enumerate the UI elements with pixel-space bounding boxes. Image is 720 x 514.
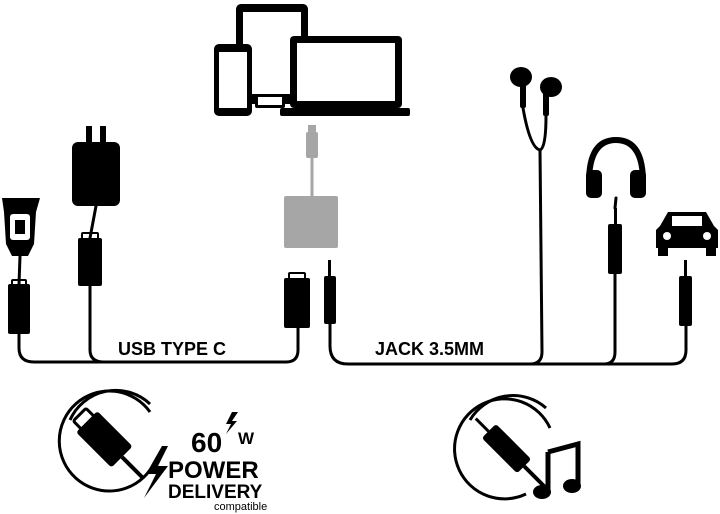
- power-value: 60: [191, 427, 222, 458]
- power-line-1: POWER: [168, 457, 259, 484]
- usb-c-plug-icon: [8, 232, 310, 334]
- lightning-icon: [144, 446, 168, 498]
- power-delivery-badge: 60 W POWER DELIVERY compatible: [57, 388, 267, 513]
- usb-cable: [17, 254, 22, 286]
- power-line-2: DELIVERY: [168, 482, 263, 503]
- car-charger-icon: [2, 198, 40, 256]
- headphones-icon: [586, 136, 646, 198]
- jack-cable: [602, 272, 617, 366]
- earphones-icon: [510, 67, 562, 152]
- usb-cable: [88, 284, 106, 364]
- jack-plug-icon: [474, 417, 549, 491]
- jack-cable: [528, 148, 544, 366]
- jack-plug-icon: [324, 208, 692, 326]
- jack-cable: [328, 322, 688, 366]
- wall-charger-icon: [72, 126, 120, 206]
- power-line-3: compatible: [214, 501, 267, 513]
- jack-label: JACK 3.5MM: [375, 339, 484, 359]
- lightning-icon: [226, 412, 238, 434]
- laptop-icon: [280, 36, 410, 116]
- usb-c-adapter-icon: [284, 125, 338, 248]
- usb-cable: [88, 204, 98, 240]
- small-tablet-icon: [255, 94, 285, 108]
- usb-c-plug-icon: [72, 407, 145, 480]
- car-icon: [656, 212, 718, 256]
- smartphone-icon: [214, 44, 252, 116]
- power-unit: W: [238, 429, 255, 448]
- music-note-icon: [533, 440, 581, 499]
- usb-cable: [17, 326, 300, 364]
- usb-type-c-label: USB TYPE C: [118, 339, 226, 359]
- jack-cable: [613, 196, 618, 210]
- audio-badge: [453, 394, 581, 501]
